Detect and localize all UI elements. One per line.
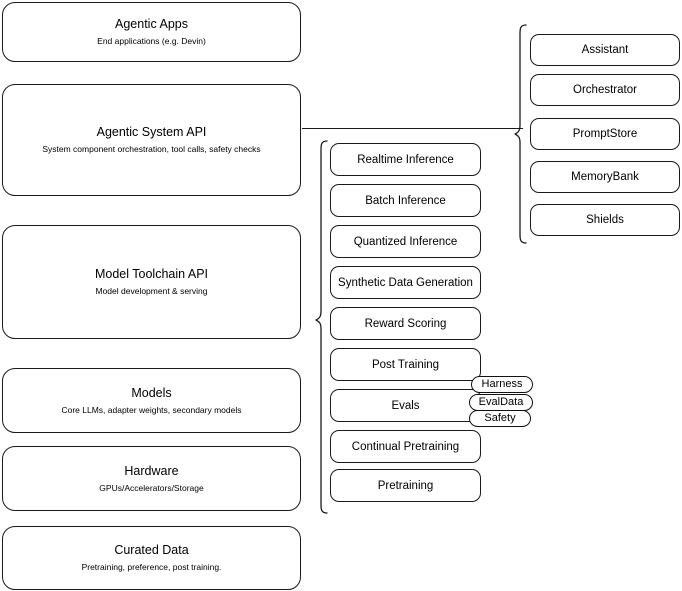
layer-subtitle: GPUs/Accelerators/Storage	[99, 482, 204, 493]
layer-title: Agentic System API	[96, 125, 207, 139]
layer-subtitle: System component orchestration, tool cal…	[42, 144, 261, 154]
capability-box-evals[interactable]: Evals	[330, 389, 481, 422]
component-box-orchestrator[interactable]: Orchestrator	[530, 74, 680, 106]
layer-subtitle: Model development & serving	[95, 286, 208, 296]
component-label: Orchestrator	[573, 84, 637, 96]
capability-label: Pretraining	[377, 479, 434, 492]
capability-box-continual-pretraining[interactable]: Continual Pretraining	[330, 430, 481, 463]
brace-agentic-components	[514, 24, 527, 244]
eval-badge-label: Safety	[484, 412, 516, 424]
capability-label: Synthetic Data Generation	[338, 276, 473, 289]
layer-box-model-toolchain-api: Model Toolchain API Model development & …	[2, 225, 301, 339]
capability-label: Realtime Inference	[357, 153, 454, 166]
capability-label: Reward Scoring	[364, 317, 447, 330]
capability-label: Batch Inference	[365, 194, 446, 207]
capability-label: Quantized Inference	[353, 235, 458, 248]
eval-badge-label: Harness	[481, 378, 523, 390]
layer-title: Agentic Apps	[115, 17, 188, 31]
capability-box-synthetic-data-generation[interactable]: Synthetic Data Generation	[330, 266, 481, 299]
component-box-shields[interactable]: Shields	[530, 204, 680, 236]
layer-title: Model Toolchain API	[94, 267, 209, 281]
layer-title: Curated Data	[114, 543, 189, 557]
component-label: Assistant	[581, 44, 629, 56]
eval-badge-safety[interactable]: Safety	[469, 410, 531, 427]
component-box-memorybank[interactable]: MemoryBank	[530, 161, 680, 193]
capability-box-reward-scoring[interactable]: Reward Scoring	[330, 307, 481, 340]
capability-label: Continual Pretraining	[351, 440, 460, 453]
layer-box-curated-data: Curated Data Pretraining, preference, po…	[2, 526, 301, 590]
capability-box-pretraining[interactable]: Pretraining	[330, 469, 481, 502]
component-label: Shields	[586, 214, 624, 226]
layer-box-hardware: Hardware GPUs/Accelerators/Storage	[2, 446, 301, 511]
component-label: PromptStore	[572, 128, 638, 140]
layer-box-agentic-system-api: Agentic System API System component orch…	[2, 84, 301, 196]
layer-title: Models	[131, 385, 172, 400]
capability-box-realtime-inference[interactable]: Realtime Inference	[330, 143, 481, 176]
eval-badge-label: EvalData	[478, 396, 524, 408]
component-label: MemoryBank	[571, 171, 639, 183]
capability-label: Post Training	[371, 358, 440, 371]
eval-badge-harness[interactable]: Harness	[471, 376, 533, 393]
component-box-assistant[interactable]: Assistant	[530, 34, 680, 66]
layer-box-agentic-apps: Agentic Apps End applications (e.g. Devi…	[2, 2, 301, 62]
layer-subtitle: End applications (e.g. Devin)	[97, 36, 206, 46]
layer-box-models: Models Core LLMs, adapter weights, secon…	[2, 368, 301, 433]
capability-box-batch-inference[interactable]: Batch Inference	[330, 184, 481, 217]
connector-agentic-system-to-components	[302, 128, 523, 129]
capability-label: Evals	[391, 399, 420, 412]
brace-toolchain-capabilities	[315, 140, 328, 514]
layer-subtitle: Pretraining, preference, post training.	[81, 562, 222, 572]
layer-title: Hardware	[124, 463, 179, 478]
component-box-promptstore[interactable]: PromptStore	[530, 118, 680, 150]
layer-subtitle: Core LLMs, adapter weights, secondary mo…	[61, 404, 242, 415]
capability-box-quantized-inference[interactable]: Quantized Inference	[330, 225, 481, 258]
eval-badge-evaldata[interactable]: EvalData	[469, 394, 533, 411]
capability-box-post-training[interactable]: Post Training	[330, 348, 481, 381]
